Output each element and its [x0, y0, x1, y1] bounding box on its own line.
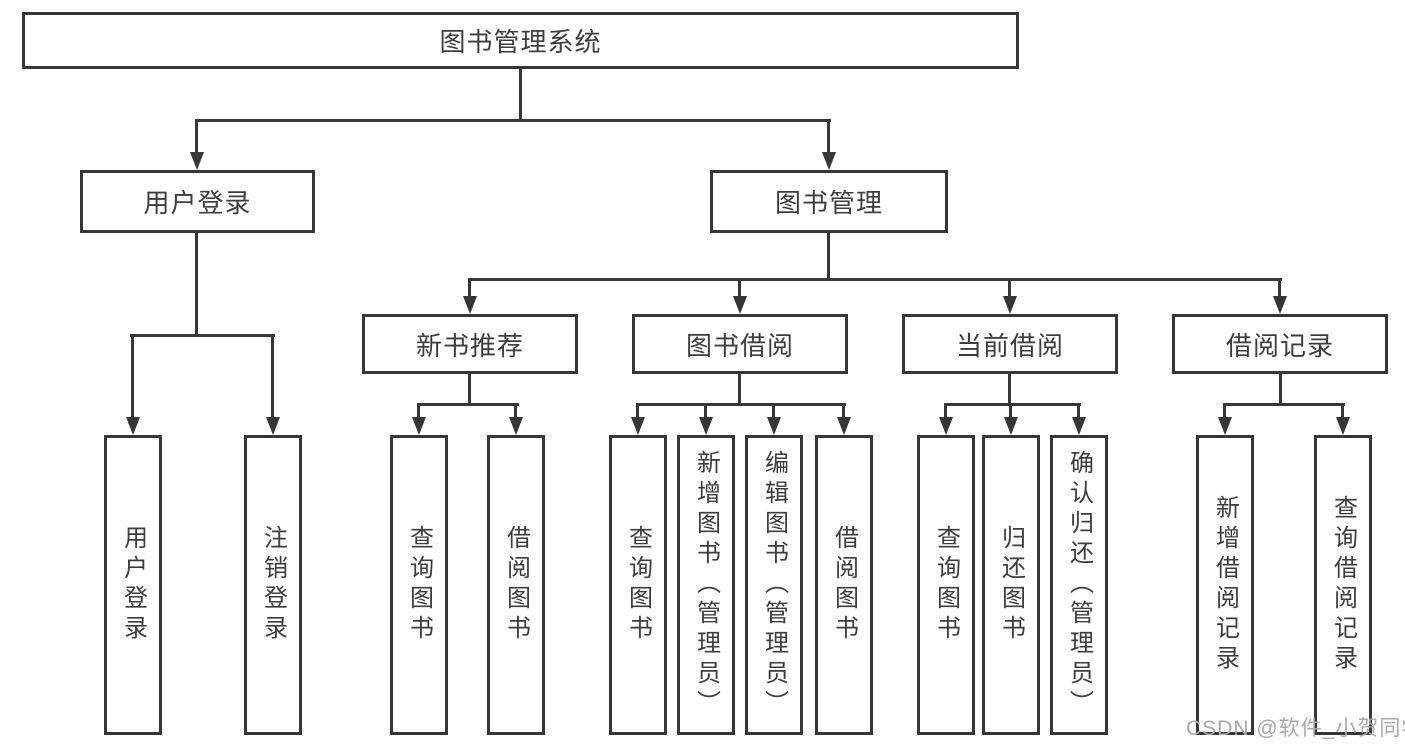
leaf-edit-book-admin: 编辑图书（管理员） — [745, 435, 803, 735]
arrow-down-icon — [939, 417, 953, 435]
arrow-down-icon — [412, 417, 426, 435]
leaf-borrow-books-recommend: 借阅图书 — [487, 435, 545, 735]
connector-current-borrowing-stem — [1008, 374, 1011, 405]
connector-drop — [704, 403, 707, 419]
connector-book-borrowing-bar — [636, 403, 846, 406]
leaf-borrow-books-borrowing: 借阅图书 — [815, 435, 873, 735]
connector-drop-new-book — [468, 278, 471, 299]
connector-drop — [514, 403, 517, 419]
arrow-down-icon — [1072, 417, 1086, 435]
leaf-query-books-borrowing: 查询图书 — [609, 435, 667, 735]
leaf-add-book-admin: 新增图书（管理员） — [677, 435, 735, 735]
connector-drop — [636, 403, 639, 419]
arrow-down-icon — [509, 417, 523, 435]
arrow-down-icon — [822, 152, 836, 170]
leaf-add-borrow-record: 新增借阅记录 — [1196, 435, 1254, 735]
connector-drop — [842, 403, 845, 419]
arrow-down-icon — [699, 417, 713, 435]
arrow-down-icon — [1004, 417, 1018, 435]
arrow-down-icon — [126, 417, 140, 435]
node-borrowing-records: 借阅记录 — [1172, 314, 1388, 374]
leaf-query-borrow-record: 查询借阅记录 — [1314, 435, 1372, 735]
connector-book-management-bar — [468, 278, 1282, 281]
connector-drop-leaf-logout — [271, 334, 274, 418]
leaf-confirm-return-admin: 确认归还（管理员） — [1050, 435, 1108, 735]
node-new-book-recommend: 新书推荐 — [362, 314, 578, 374]
connector-drop — [772, 403, 775, 419]
connector-drop — [1077, 403, 1080, 419]
connector-borrowing-records-stem — [1279, 374, 1282, 405]
node-library-system: 图书管理系统 — [22, 12, 1019, 69]
connector-new-book-bar — [417, 403, 519, 406]
arrow-down-icon — [631, 417, 645, 435]
connector-current-borrowing-bar — [944, 403, 1081, 406]
arrow-down-icon — [837, 417, 851, 435]
connector-book-management-stem — [827, 233, 830, 281]
connector-user-login-bar — [130, 334, 275, 337]
connector-book-borrowing-stem — [738, 374, 741, 405]
arrow-down-icon — [767, 417, 781, 435]
connector-drop — [1009, 403, 1012, 419]
csdn-watermark: CSDN @软件_小贺同学 — [1186, 717, 1405, 740]
leaf-query-books-current: 查询图书 — [917, 435, 975, 735]
leaf-return-books: 归还图书 — [982, 435, 1040, 735]
leaf-user-login: 用户登录 — [104, 435, 162, 735]
connector-drop — [417, 403, 420, 419]
arrow-down-icon — [733, 296, 747, 314]
arrow-down-icon — [1273, 296, 1287, 314]
connector-drop — [1341, 403, 1344, 419]
node-user-login: 用户登录 — [80, 170, 315, 233]
connector-drop-leaf-user-login — [131, 334, 134, 418]
connector-new-book-stem — [468, 374, 471, 405]
connector-user-login-stem — [195, 233, 198, 336]
connector-drop-book-management — [827, 119, 830, 155]
arrow-down-icon — [463, 296, 477, 314]
arrow-down-icon — [1218, 417, 1232, 435]
arrow-down-icon — [266, 417, 280, 435]
connector-drop — [1223, 403, 1226, 419]
connector-root-stem — [519, 69, 522, 121]
connector-drop-current-borrowing — [1008, 278, 1011, 299]
connector-borrowing-records-bar — [1223, 403, 1345, 406]
node-book-borrowing: 图书借阅 — [632, 314, 848, 374]
leaf-logout: 注销登录 — [244, 435, 302, 735]
arrow-down-icon — [1003, 296, 1017, 314]
arrow-down-icon — [1336, 417, 1350, 435]
connector-drop — [944, 403, 947, 419]
arrow-down-icon — [190, 152, 204, 170]
node-current-borrowing: 当前借阅 — [902, 314, 1118, 374]
connector-drop-book-borrowing — [738, 278, 741, 299]
node-book-management: 图书管理 — [710, 170, 948, 233]
connector-root-bar — [195, 119, 831, 122]
leaf-query-books-recommend: 查询图书 — [390, 435, 448, 735]
connector-drop-user-login — [195, 119, 198, 155]
connector-drop-borrowing-records — [1278, 278, 1281, 299]
